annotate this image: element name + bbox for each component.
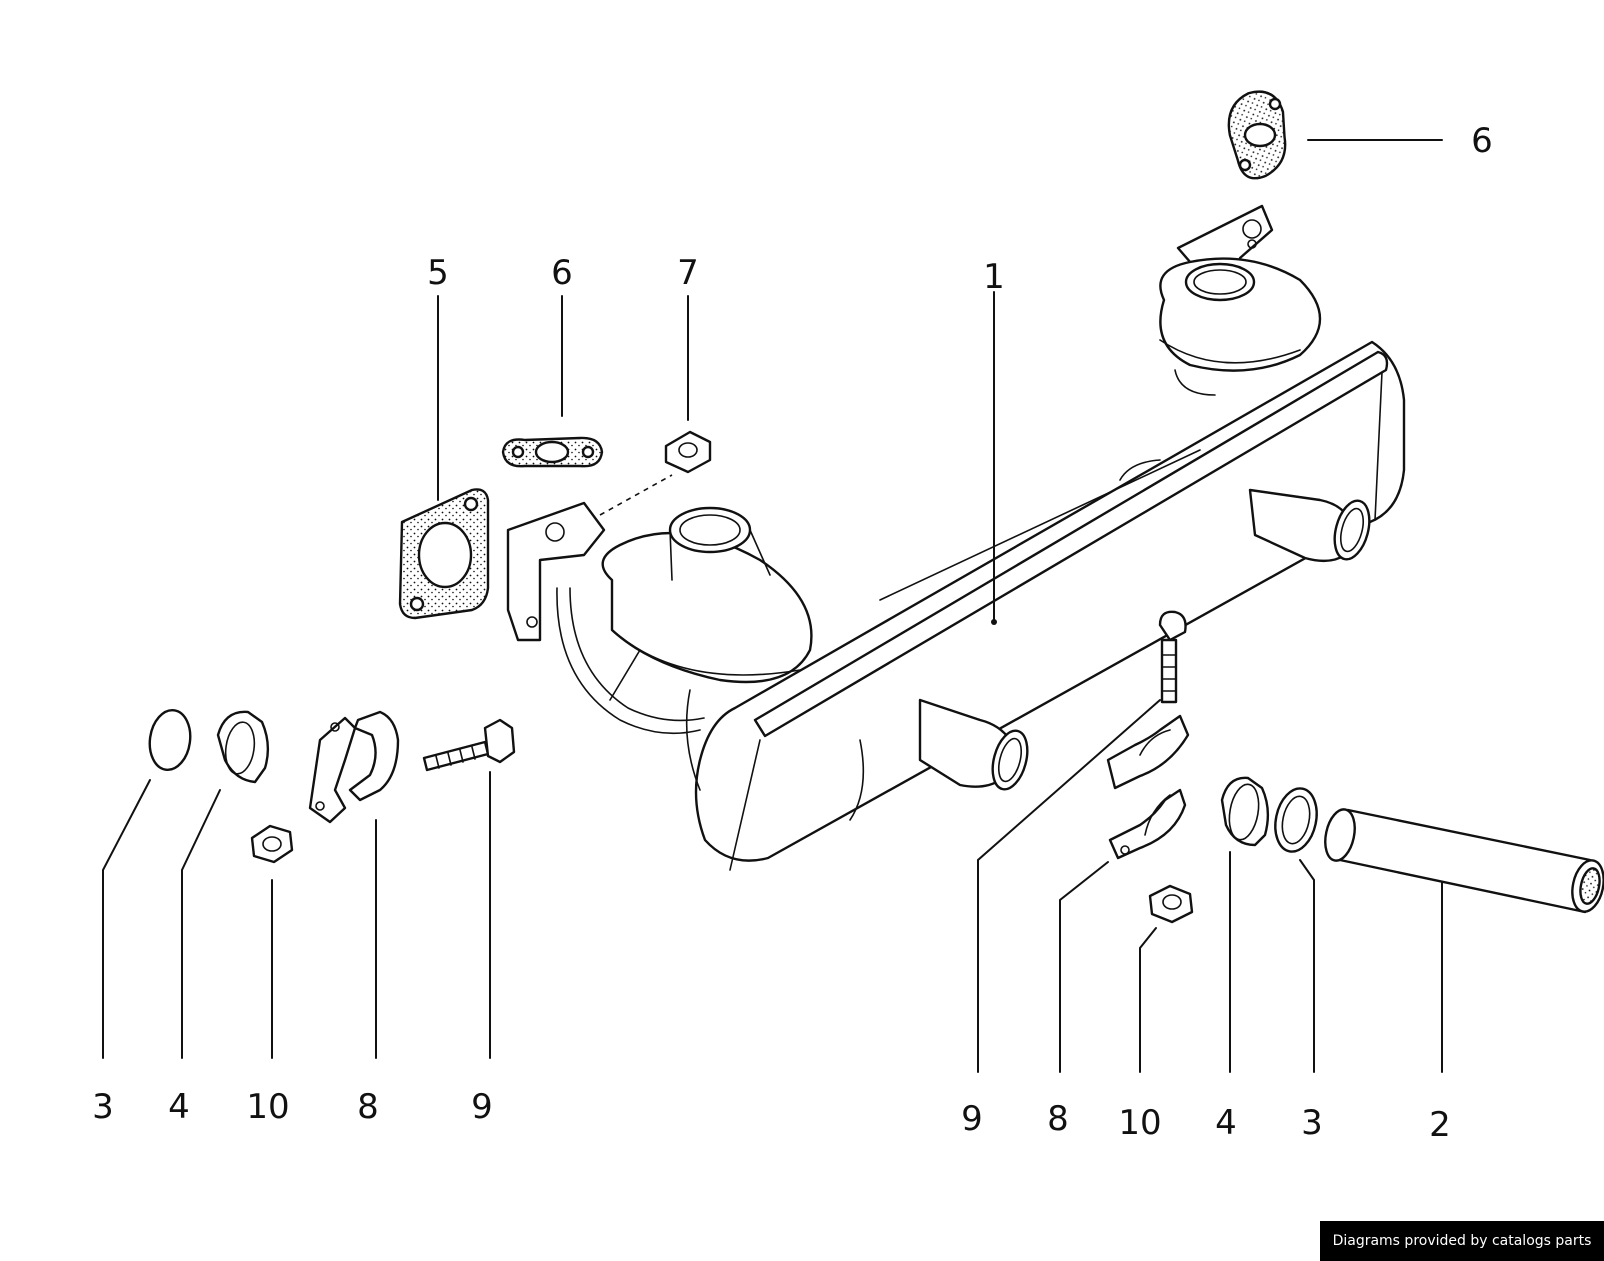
callout-6-top: 6 xyxy=(551,253,573,293)
outlet-stub-upper xyxy=(1248,488,1371,563)
flange-gasket-5 xyxy=(398,488,490,620)
callout-9-right: 9 xyxy=(961,1099,983,1139)
outlet-stub-lower xyxy=(918,698,1029,791)
callout-5: 5 xyxy=(427,253,449,293)
leader-10-right xyxy=(1139,927,1157,1073)
callout-10-left: 10 xyxy=(246,1087,289,1127)
clamp-8-right-lower xyxy=(1108,788,1187,860)
callout-2: 2 xyxy=(1429,1105,1451,1145)
leader-3-left xyxy=(102,779,151,1059)
callout-4-right: 4 xyxy=(1215,1103,1237,1143)
muffler-body xyxy=(694,340,1406,871)
muffler-assembly xyxy=(506,204,1406,871)
flange-gasket-top-right xyxy=(1227,90,1287,180)
callout-10-right: 10 xyxy=(1118,1103,1161,1143)
bolt-9-right xyxy=(1158,610,1187,704)
callout-7: 7 xyxy=(677,253,699,293)
clamp-8-left xyxy=(308,710,400,824)
assembly-dash-line xyxy=(599,474,673,516)
leader-8-right xyxy=(1059,861,1109,1073)
callout-3-right: 3 xyxy=(1301,1103,1323,1143)
clamp-8-right-upper xyxy=(1106,714,1190,790)
leader-lines xyxy=(102,139,1443,1073)
callout-1: 1 xyxy=(983,257,1005,297)
leader-9-right xyxy=(977,699,1161,1073)
bolt-9-left xyxy=(422,718,516,772)
callout-9-left: 9 xyxy=(471,1087,493,1127)
clamp-ring-4-right xyxy=(1220,776,1270,847)
nut-7 xyxy=(664,430,712,474)
callout-8-left: 8 xyxy=(357,1087,379,1127)
heat-exchanger-left xyxy=(506,501,813,791)
callout-4-left: 4 xyxy=(168,1087,190,1127)
callout-8-right: 8 xyxy=(1047,1099,1069,1139)
callout-numbers: 5 6 7 1 6 3 4 10 8 9 9 8 10 4 3 2 xyxy=(92,121,1493,1145)
seal-ring-3-left xyxy=(148,708,192,772)
credit-banner: Diagrams provided by catalogs parts xyxy=(1320,1221,1604,1261)
flange-gasket-6 xyxy=(501,436,604,468)
leader-4-left xyxy=(181,789,221,1059)
heat-exchanger-right xyxy=(1159,204,1322,396)
leader-3-right xyxy=(1299,859,1315,1073)
nut-10-right xyxy=(1148,884,1194,924)
clamp-ring-4-left xyxy=(216,710,270,784)
tailpipe-2 xyxy=(1324,808,1604,914)
seal-ring-3-right xyxy=(1274,787,1318,853)
leader-1-dot xyxy=(991,619,997,625)
nut-10-left xyxy=(250,824,294,864)
callout-6-right: 6 xyxy=(1471,121,1493,161)
callout-3-left: 3 xyxy=(92,1087,114,1127)
